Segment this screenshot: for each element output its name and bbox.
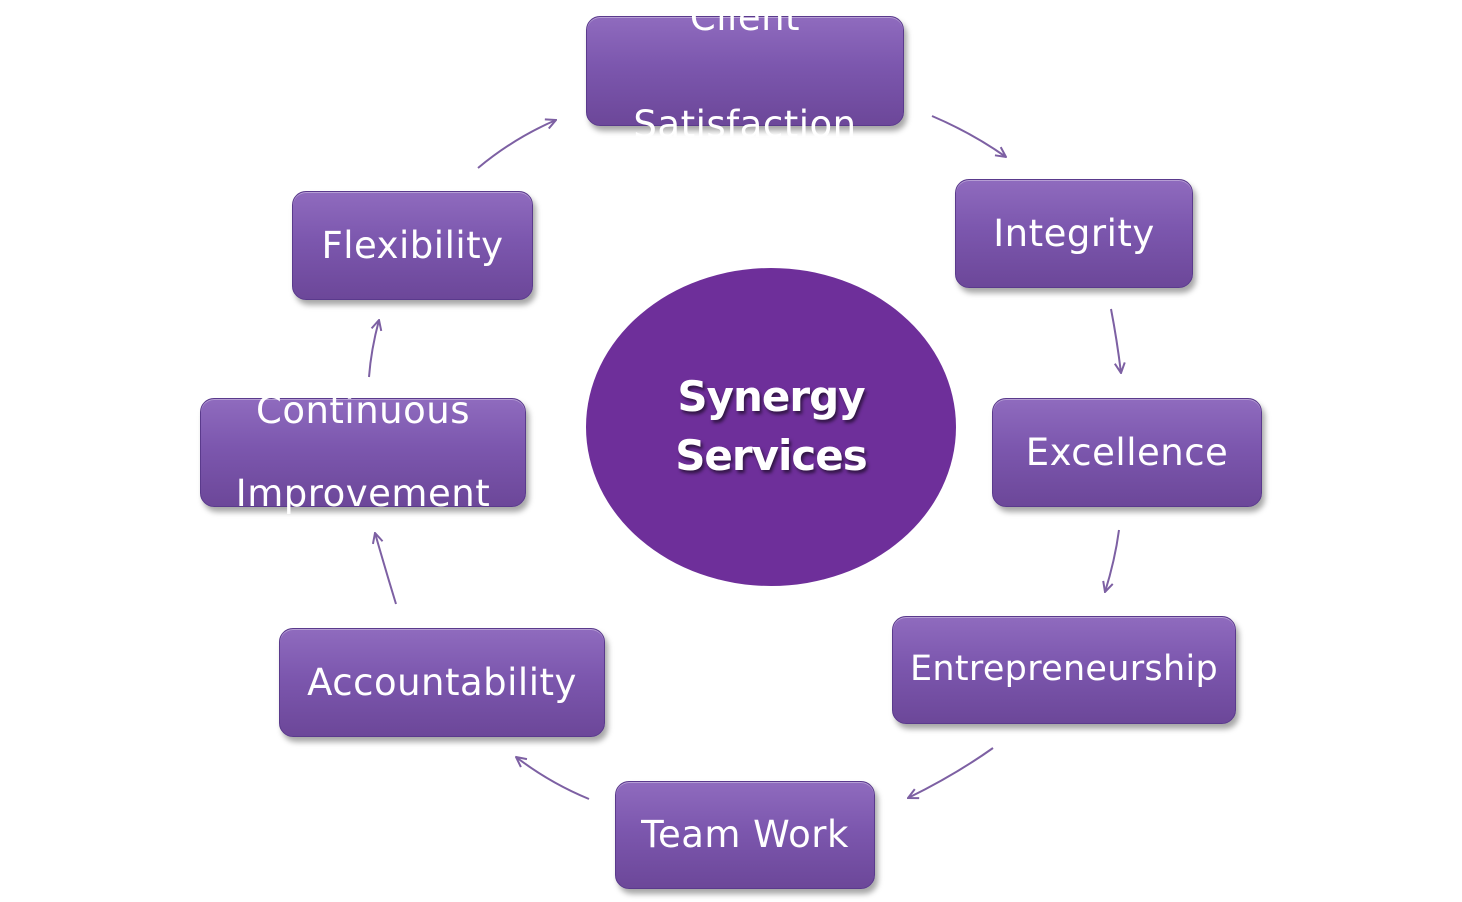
node-client-line1: Client bbox=[689, 0, 801, 39]
node-flexibility: Flexibility bbox=[292, 191, 533, 300]
arrow-integrity-to-excellence bbox=[1110, 308, 1121, 373]
arrow-continuous-to-flexibility bbox=[368, 320, 379, 378]
node-entrepreneurship-label: Entrepreneurship bbox=[910, 649, 1218, 690]
node-continuous-line2: Improvement bbox=[235, 472, 491, 516]
node-continuous-line1: Continuous bbox=[256, 389, 470, 433]
arrow-flexibility-to-client bbox=[477, 120, 556, 169]
node-continuous-improvement: Continuous Improvement bbox=[200, 390, 526, 515]
node-integrity: Integrity bbox=[955, 179, 1193, 288]
arrow-accountability-to-continuous bbox=[375, 533, 397, 605]
node-team-work-label: Team Work bbox=[641, 813, 849, 857]
node-excellence: Excellence bbox=[992, 398, 1262, 507]
node-entrepreneurship: Entrepreneurship bbox=[892, 616, 1236, 724]
arrow-entrepreneurship-to-teamwork bbox=[908, 747, 994, 798]
arrow-client-to-integrity bbox=[931, 115, 1006, 157]
node-client-satisfaction: Client Satisfaction bbox=[586, 0, 904, 146]
node-excellence-label: Excellence bbox=[1025, 430, 1229, 474]
arrow-excellence-to-entrepreneurship bbox=[1105, 529, 1120, 592]
center-title-line2: Services bbox=[675, 431, 868, 480]
node-accountability-label: Accountability bbox=[307, 660, 577, 704]
arrow-teamwork-to-accountability bbox=[516, 757, 590, 800]
node-integrity-label: Integrity bbox=[993, 211, 1155, 255]
node-flexibility-label: Flexibility bbox=[321, 223, 504, 267]
node-client-line2: Satisfaction bbox=[633, 102, 857, 146]
node-accountability: Accountability bbox=[279, 628, 605, 737]
center-ellipse: Synergy Services bbox=[586, 268, 956, 586]
center-title-line1: Synergy bbox=[677, 372, 865, 422]
node-team-work: Team Work bbox=[615, 781, 875, 889]
